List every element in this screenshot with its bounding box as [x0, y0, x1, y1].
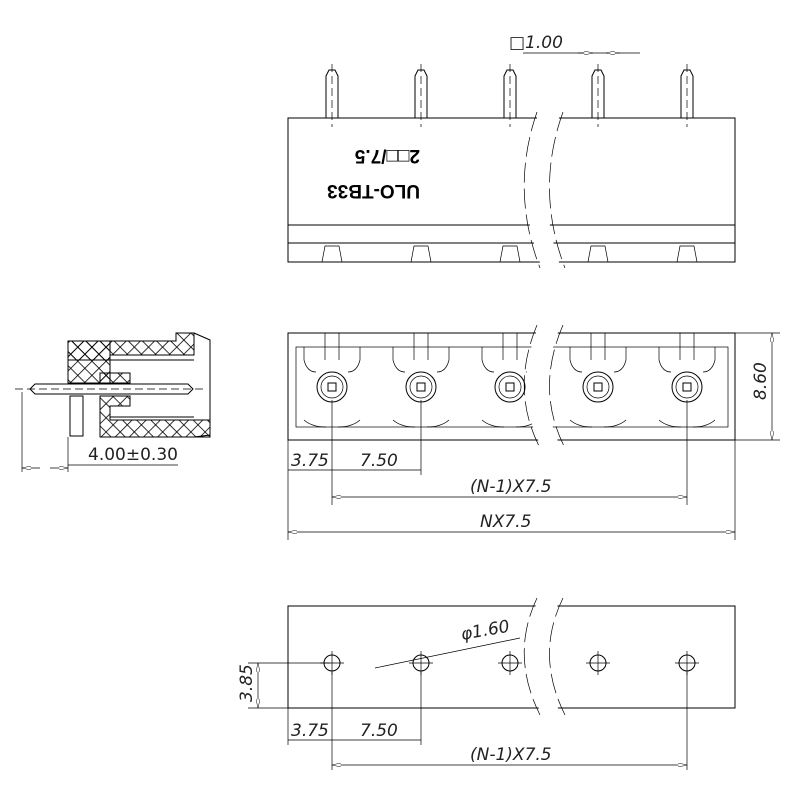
screw-inner	[320, 375, 344, 399]
foot	[321, 245, 343, 263]
screw-inner	[409, 375, 433, 399]
front-view: 8.60 3.75 7.50 (N-1)X7.5 NX7.5	[287, 324, 780, 540]
screw	[316, 371, 348, 403]
foot	[587, 245, 609, 263]
span-dimension: (N-1)X7.5	[470, 745, 552, 765]
screw-cavity	[569, 347, 627, 373]
bottom-view: φ1.60 3.85 3.75 7.50 (N-1)X7.5	[237, 597, 736, 770]
screw-inner	[498, 375, 522, 399]
screw	[671, 371, 703, 403]
front-body-outline	[287, 332, 736, 441]
screw-inner	[675, 375, 699, 399]
cavity-bottom	[481, 419, 539, 428]
screw-head-square	[593, 382, 603, 392]
hole-offset-dimension: 3.85	[237, 664, 257, 702]
pin-slot	[413, 333, 429, 360]
screw-cavity	[392, 347, 450, 373]
top-view: 2□□/7.5 ULO-TB33 □1.00	[287, 33, 736, 269]
pitch-dimension: 7.50	[360, 451, 398, 471]
screw-cavity	[303, 347, 361, 373]
pin-slot	[324, 333, 340, 360]
pitch-dimension: 7.50	[360, 721, 398, 741]
screw	[494, 371, 526, 403]
cavity-bottom	[569, 419, 627, 428]
bottom-body-outline	[287, 605, 736, 709]
span-dimension: (N-1)X7.5	[470, 477, 552, 497]
break-line	[523, 111, 566, 269]
screw-inner	[586, 375, 610, 399]
foot	[410, 245, 432, 263]
cavity-bottom	[658, 419, 716, 428]
pin-slot	[679, 333, 695, 360]
cavity-bottom	[303, 419, 361, 428]
top-body-outline	[287, 117, 736, 263]
break-line	[523, 324, 566, 449]
screw-cavity	[658, 347, 716, 373]
screw-head-square	[416, 382, 426, 392]
edge-offset-dimension: 3.75	[291, 721, 329, 741]
screw	[405, 371, 437, 403]
screw	[582, 371, 614, 403]
total-length-dimension: NX7.5	[480, 512, 531, 532]
pin-slot	[502, 333, 518, 360]
foot	[499, 245, 521, 263]
side-view: 4.00±0.30	[15, 332, 211, 472]
screw-head-square	[682, 382, 692, 392]
screw-head-square	[327, 382, 337, 392]
pin-size-dimension: □1.00	[509, 33, 563, 53]
screw-head-square	[505, 382, 515, 392]
part-label: ULO-TB33	[327, 180, 420, 201]
foot	[676, 245, 698, 263]
pitch-label: 2□□/7.5	[354, 145, 420, 166]
edge-offset-dimension: 3.75	[291, 451, 329, 471]
pin-slot	[590, 333, 606, 360]
housing-front	[193, 332, 211, 438]
pin-length-dimension: 4.00±0.30	[88, 445, 178, 465]
cavity-bottom	[392, 419, 450, 428]
leader-line	[374, 637, 521, 669]
hole-diameter-dimension: φ1.60	[459, 617, 511, 645]
break-line	[523, 597, 566, 716]
height-dimension: 8.60	[751, 362, 771, 400]
